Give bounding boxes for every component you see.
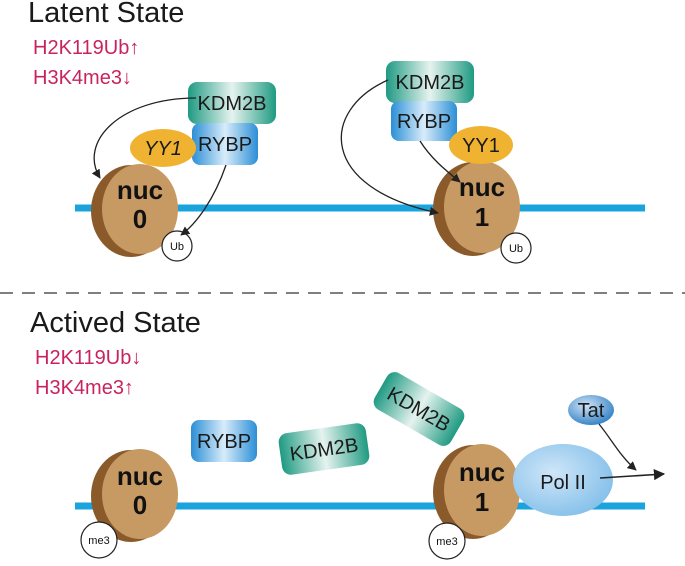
latent-yy1-label-left: YY1 [144,138,182,160]
latent-yy1-shape-left [130,129,196,167]
active-tat-shape [568,395,614,425]
latent-nuc1-label: nuc [459,172,505,202]
latent-ub-badge-0: Ub [161,230,193,262]
svg-text:Ub: Ub [509,243,523,255]
latent-nuc0-number: 0 [133,204,147,234]
active-nuc0-label: nuc [117,461,163,491]
active-nucleosome-0: nuc 0 [91,449,178,542]
active-nucleosome-1: nuc 1 [433,444,520,539]
active-mark-h2k119ub: H2K119Ub↓ [35,347,141,369]
latent-rybp-label-left: RYBP [198,134,252,156]
latent-mark-h3k4me3: H3K4me3↓ [33,67,132,89]
latent-ub-badge-1: Ub [500,232,532,264]
active-nuc0-number: 0 [133,490,147,520]
active-transcription-arrow [599,469,666,481]
active-kdm2b-box-a: KDM2B [278,423,370,475]
active-mark-h3k4me3: H3K4me3↑ [35,377,134,399]
latent-nucleosome-1: nuc 1 [433,161,520,256]
active-title: Actived State [30,307,201,339]
latent-nucleosome-0: nuc 0 [91,164,178,257]
latent-nuc1-number: 1 [475,202,489,232]
active-polii-shape [513,444,613,516]
latent-kdm2b-box-right [386,61,474,103]
latent-arrow-rybp-to-nuc1 [419,140,461,183]
svg-text:me3: me3 [88,535,109,547]
latent-nuc0-label: nuc [117,175,163,205]
active-me3-badge-1: me3 [428,522,466,560]
svg-text:Ub: Ub [170,241,184,253]
latent-yy1-label-right: YY1 [462,135,500,157]
active-rybp-box [191,420,257,462]
latent-rybp-label-right: RYBP [397,111,451,133]
active-kdm2b-box-b: KDM2B [373,372,465,446]
latent-rybp-box-left [192,123,258,165]
latent-mark-h2k119ub: H2K119Ub↑ [33,37,139,59]
latent-kdm2b-label-left: KDM2B [198,93,267,115]
latent-arrow-kdm2b-to-nuc1 [340,79,439,216]
latent-yy1-shape-right [449,126,513,164]
active-polii-label: Pol II [540,472,586,494]
active-rybp-label: RYBP [197,431,251,453]
active-me3-badge-0: me3 [80,521,118,559]
latent-arrow-rybp-to-ub [180,164,227,236]
active-tat-label: Tat [578,400,605,422]
latent-rybp-box-right [391,101,457,141]
latent-arrow-kdm2b-to-nuc0 [91,97,197,179]
latent-kdm2b-box-left [188,82,276,124]
latent-title: Latent State [28,0,184,29]
svg-text:me3: me3 [436,536,457,548]
active-nuc1-number: 1 [475,487,489,517]
active-nuc1-label: nuc [459,457,505,487]
latent-kdm2b-label-right: KDM2B [396,72,465,94]
active-arrow-tat-to-polii [598,423,637,471]
